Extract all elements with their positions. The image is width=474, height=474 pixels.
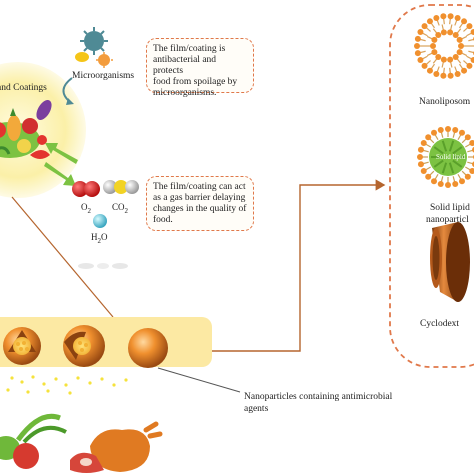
gas-barrier-note: The film/coating can act as a gas barrie… bbox=[146, 176, 254, 231]
cyclodextrin-label: Cyclodext bbox=[420, 319, 460, 329]
connector-line bbox=[11, 196, 114, 318]
co2-label: CO2 bbox=[112, 202, 129, 215]
elbow-connector bbox=[212, 179, 386, 352]
cyclodextrin-icon bbox=[430, 222, 470, 302]
label-pointer bbox=[157, 367, 241, 393]
h2o-molecule-icon bbox=[93, 214, 107, 228]
microorganisms-label: Microorganisms bbox=[72, 71, 135, 81]
h2o-label: H2O bbox=[91, 232, 108, 245]
food-circle-label: and Coatings bbox=[0, 83, 47, 93]
sln-inner-label: Solid lipid bbox=[436, 153, 466, 161]
sln-label-line2: nanoparticl bbox=[426, 215, 469, 225]
nanoparticle-1-icon bbox=[3, 327, 41, 365]
sln-label-line1: Solid lipid bbox=[430, 203, 470, 213]
o2-molecule-icon bbox=[72, 181, 100, 197]
active-agent-dots bbox=[16, 341, 88, 352]
nanoliposome-label: Nanoliposom bbox=[419, 97, 471, 107]
fruits-icon bbox=[0, 100, 52, 159]
nanoparticles-label: Nanoparticles containing antimicrobial a… bbox=[244, 392, 393, 414]
microorganisms-icon bbox=[75, 27, 113, 68]
released-particles bbox=[6, 375, 128, 395]
gas-barrier-note-text: The film/coating can act as a gas barrie… bbox=[153, 182, 247, 225]
nanoparticle-3-icon bbox=[128, 328, 168, 368]
carriers-panel bbox=[389, 4, 474, 368]
solid-lipid-nanoparticle-icon bbox=[417, 126, 474, 188]
antibacterial-note: The film/coating is antibacterial and pr… bbox=[146, 38, 254, 98]
food-bottom-icon bbox=[0, 413, 163, 473]
co2-molecule-icon bbox=[103, 180, 139, 194]
curved-arrowhead bbox=[66, 98, 74, 105]
gas-exchange-arrows bbox=[44, 143, 78, 186]
o2-label: O2 bbox=[81, 202, 91, 215]
nanoparticle-2-icon bbox=[63, 325, 105, 367]
nanoliposome-icon bbox=[414, 13, 474, 79]
antibacterial-note-text: The film/coating is antibacterial and pr… bbox=[153, 44, 238, 98]
fading-molecules bbox=[78, 263, 128, 269]
